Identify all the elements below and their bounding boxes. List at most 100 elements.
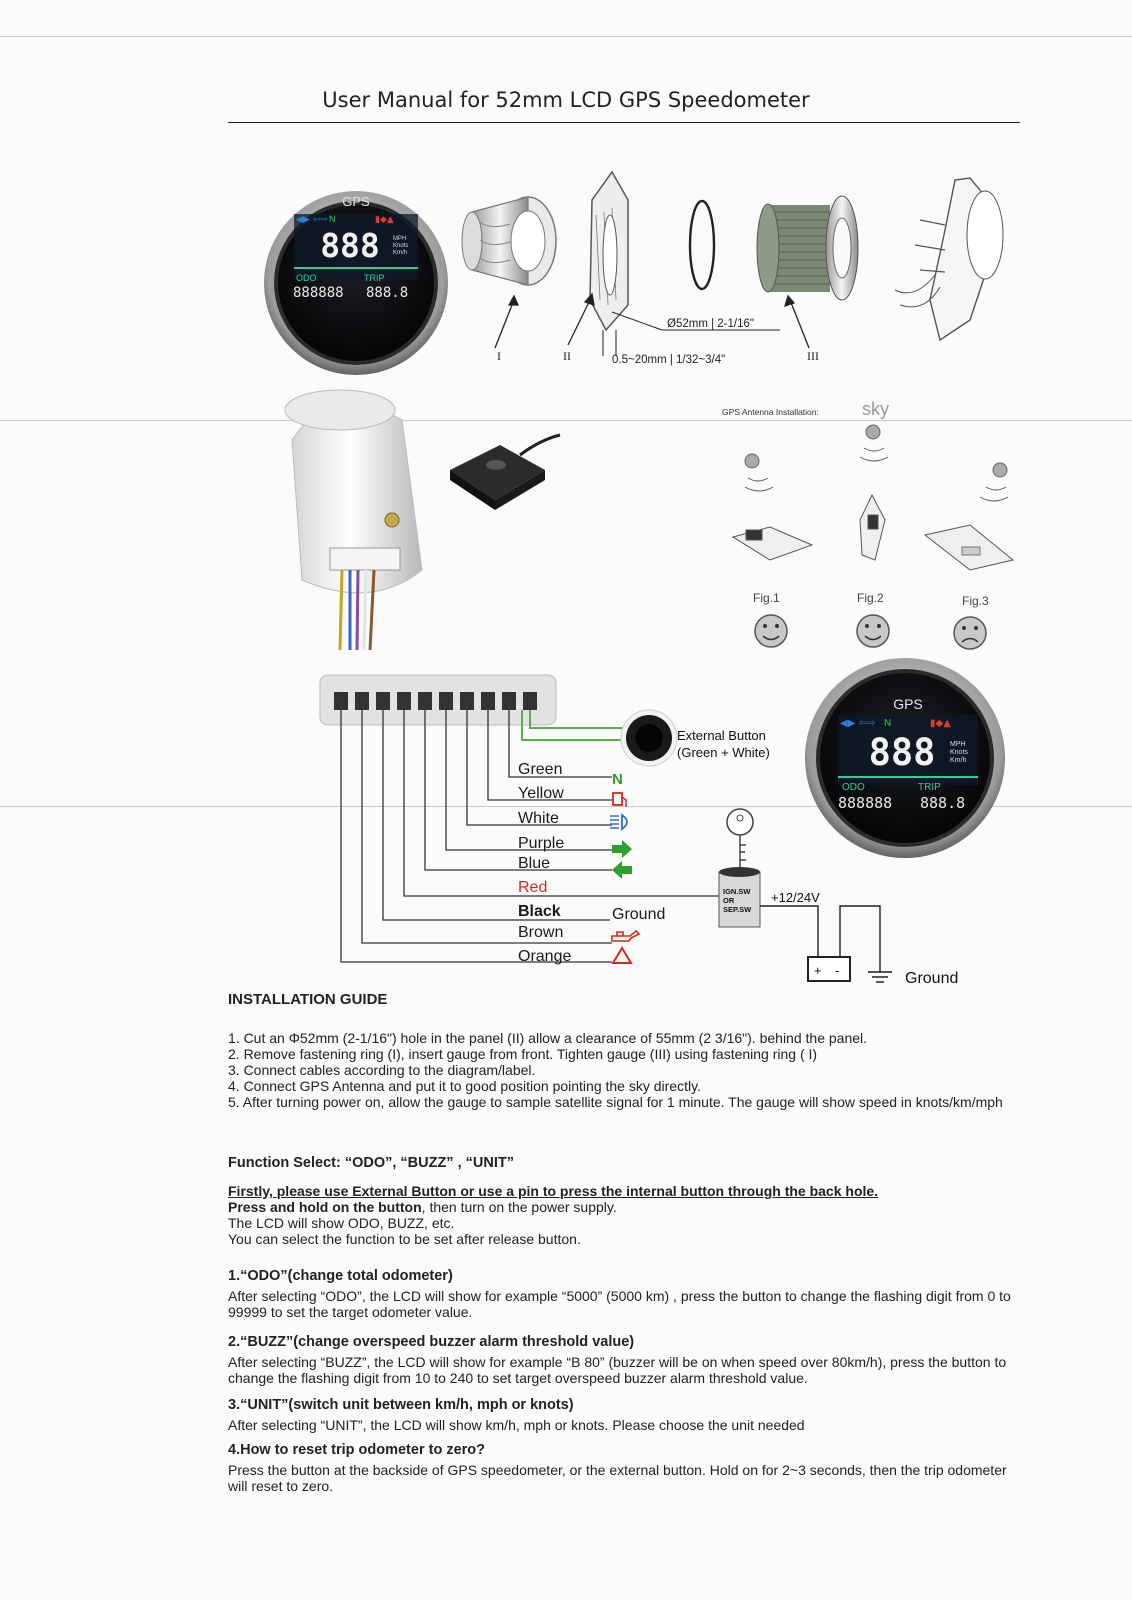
- section-reset-body: Press the button at the backside of GPS …: [228, 1462, 1007, 1494]
- gauge-top-digits: 888: [320, 226, 380, 265]
- wire-label-red: Red: [518, 879, 547, 896]
- external-button-label-2: (Green + White): [677, 745, 770, 760]
- svg-text:◀▶ ⇦⇨: ◀▶ ⇦⇨: [296, 215, 328, 225]
- gauge-rear-photo: [284, 389, 423, 651]
- svg-text:TRIP: TRIP: [364, 273, 385, 283]
- svg-text:888888: 888888: [293, 285, 344, 301]
- section-buzz-heading: 2.“BUZZ”(change overspeed buzzer alarm t…: [228, 1334, 635, 1350]
- svg-text:SEP.SW: SEP.SW: [723, 905, 752, 914]
- antenna-figures: [731, 424, 1015, 571]
- connector-block: [319, 674, 557, 726]
- svg-text:888.8: 888.8: [920, 794, 965, 812]
- section-odo-heading: 1.“ODO”(change total odometer): [228, 1268, 453, 1284]
- face-icons: [754, 614, 987, 650]
- power-wiring: [760, 905, 892, 983]
- install-step-5: 5. After turning power on, allow the gau…: [228, 1094, 1003, 1110]
- svg-text:N: N: [884, 718, 891, 729]
- fuel-icon: [612, 792, 627, 807]
- right-turn-icon: [612, 840, 632, 858]
- antenna-sky: sky: [862, 399, 889, 419]
- neutral-icon: N: [612, 771, 623, 788]
- svg-text:ODO: ODO: [296, 273, 317, 283]
- lcd-show-note: The LCD will show ODO, BUZZ, etc.: [228, 1215, 455, 1231]
- svg-text:MPH: MPH: [393, 236, 406, 242]
- warning-icon: [611, 946, 633, 964]
- svg-text:-: -: [835, 963, 839, 978]
- svg-text:III: III: [807, 349, 819, 363]
- svg-text:Fig.3: Fig.3: [962, 594, 989, 608]
- wire-labels: Green Yellow White Purple Blue Red Black…: [518, 761, 571, 965]
- wire-label-green: Green: [518, 761, 562, 778]
- gauge-top-neutral-icon: N: [329, 214, 336, 224]
- function-select-body: Firstly, please use External Button or u…: [228, 1183, 1028, 1247]
- section-unit-heading: 3.“UNIT”(switch unit between km/h, mph o…: [228, 1397, 574, 1413]
- external-button-label-1: External Button: [677, 728, 766, 743]
- panel-ii: [589, 170, 629, 332]
- firstly-note: Firstly, please use External Button or u…: [228, 1183, 879, 1199]
- installation-guide: INSTALLATION GUIDE: [228, 992, 1028, 1008]
- svg-text:Km/h: Km/h: [393, 250, 407, 256]
- wire-label-blue: Blue: [518, 855, 550, 872]
- wire-label-orange: Orange: [518, 948, 571, 965]
- battery-icon: + -: [807, 956, 851, 982]
- section-reset: 4.How to reset trip odometer to zero? Pr…: [228, 1442, 1028, 1494]
- gauge-right: GPS ◀▶ ⇦⇨ N ▮◆▲ 888 MPH Knots Km/h ODO T…: [805, 658, 1005, 858]
- svg-text:0.5~20mm | 1/32~3/4": 0.5~20mm | 1/32~3/4": [612, 354, 725, 366]
- svg-text:Fig.2: Fig.2: [857, 591, 884, 605]
- svg-text:+: +: [814, 963, 822, 978]
- press-hold-note: Press and hold on the button, then turn …: [228, 1199, 617, 1215]
- wire-label-black: Black: [518, 903, 561, 920]
- section-buzz-body: After selecting “BUZZ”, the LCD will sho…: [228, 1354, 1007, 1386]
- wire-label-brown: Brown: [518, 924, 563, 941]
- gauge-top-label: GPS: [342, 194, 370, 209]
- install-step-3: 3. Connect cables according to the diagr…: [228, 1062, 536, 1078]
- svg-text:888.8: 888.8: [366, 285, 408, 301]
- left-turn-icon: [612, 861, 632, 879]
- installation-steps: 1. Cut an Φ52mm (2-1/16") hole in the pa…: [228, 1030, 1028, 1110]
- gauge-top-warning-icons: ▮◆▲: [375, 215, 394, 225]
- ground-battery-label: Ground: [905, 970, 958, 987]
- svg-text:OR: OR: [723, 896, 735, 905]
- section-unit: 3.“UNIT”(switch unit between km/h, mph o…: [228, 1397, 1028, 1433]
- svg-text:◀▶ ⇦⇨: ◀▶ ⇦⇨: [840, 718, 875, 729]
- select-note: You can select the function to be set af…: [228, 1231, 581, 1247]
- ignition-switch: [718, 808, 761, 928]
- wire-label-yellow: Yellow: [518, 785, 564, 802]
- voltage-label: +12/24V: [771, 890, 820, 905]
- wire-label-purple: Purple: [518, 835, 564, 852]
- gauge-top: GPS ◀▶ ⇦⇨ N ▮◆▲ 888 MPH Knots Km/h ODO T…: [264, 191, 448, 375]
- ground-black-label: Ground: [612, 906, 665, 923]
- svg-text:GPS: GPS: [893, 696, 923, 712]
- o-ring: [688, 199, 716, 291]
- svg-text:888888: 888888: [838, 794, 892, 812]
- section-odo-body: After selecting “ODO”, the LCD will show…: [228, 1288, 1011, 1320]
- installation-heading: INSTALLATION GUIDE: [228, 991, 388, 1008]
- svg-text:Ø52mm | 2-1/16": Ø52mm | 2-1/16": [667, 318, 754, 330]
- section-buzz: 2.“BUZZ”(change overspeed buzzer alarm t…: [228, 1334, 1028, 1386]
- function-select-heading: Function Select: “ODO”, “BUZZ” , “UNIT”: [228, 1155, 514, 1171]
- oil-icon: [611, 929, 641, 942]
- svg-text:IGN.SW: IGN.SW: [723, 887, 751, 896]
- wire-label-white: White: [518, 810, 559, 827]
- svg-text:Fig.1: Fig.1: [753, 591, 780, 605]
- page-title: User Manual for 52mm LCD GPS Speedometer: [322, 88, 810, 112]
- fastening-ring-i: [461, 196, 557, 286]
- headlight-icon: [610, 813, 628, 831]
- svg-text:Km/h: Km/h: [950, 757, 966, 764]
- section-unit-body: After selecting “UNIT”, the LCD will sho…: [228, 1417, 805, 1433]
- install-step-4: 4. Connect GPS Antenna and put it to goo…: [228, 1078, 701, 1094]
- svg-text:Knots: Knots: [393, 243, 408, 249]
- external-button: [620, 709, 678, 767]
- svg-text:TRIP: TRIP: [918, 782, 941, 793]
- svg-text:ODO: ODO: [842, 782, 865, 793]
- svg-text:II: II: [563, 349, 571, 363]
- gps-antenna-photo: [450, 433, 561, 510]
- svg-text:888: 888: [869, 731, 936, 774]
- diagram-figure: GPS ◀▶ ⇦⇨ N ▮◆▲ 888 MPH Knots Km/h ODO T…: [264, 170, 1015, 987]
- wire-lines: [340, 710, 720, 963]
- gauge-housing-iii: [756, 195, 859, 301]
- svg-text:MPH: MPH: [950, 741, 966, 748]
- install-step-1: 1. Cut an Φ52mm (2-1/16") hole in the pa…: [228, 1030, 868, 1046]
- svg-text:▮◆▲: ▮◆▲: [930, 718, 951, 729]
- function-select: Function Select: “ODO”, “BUZZ” , “UNIT”: [228, 1155, 1028, 1171]
